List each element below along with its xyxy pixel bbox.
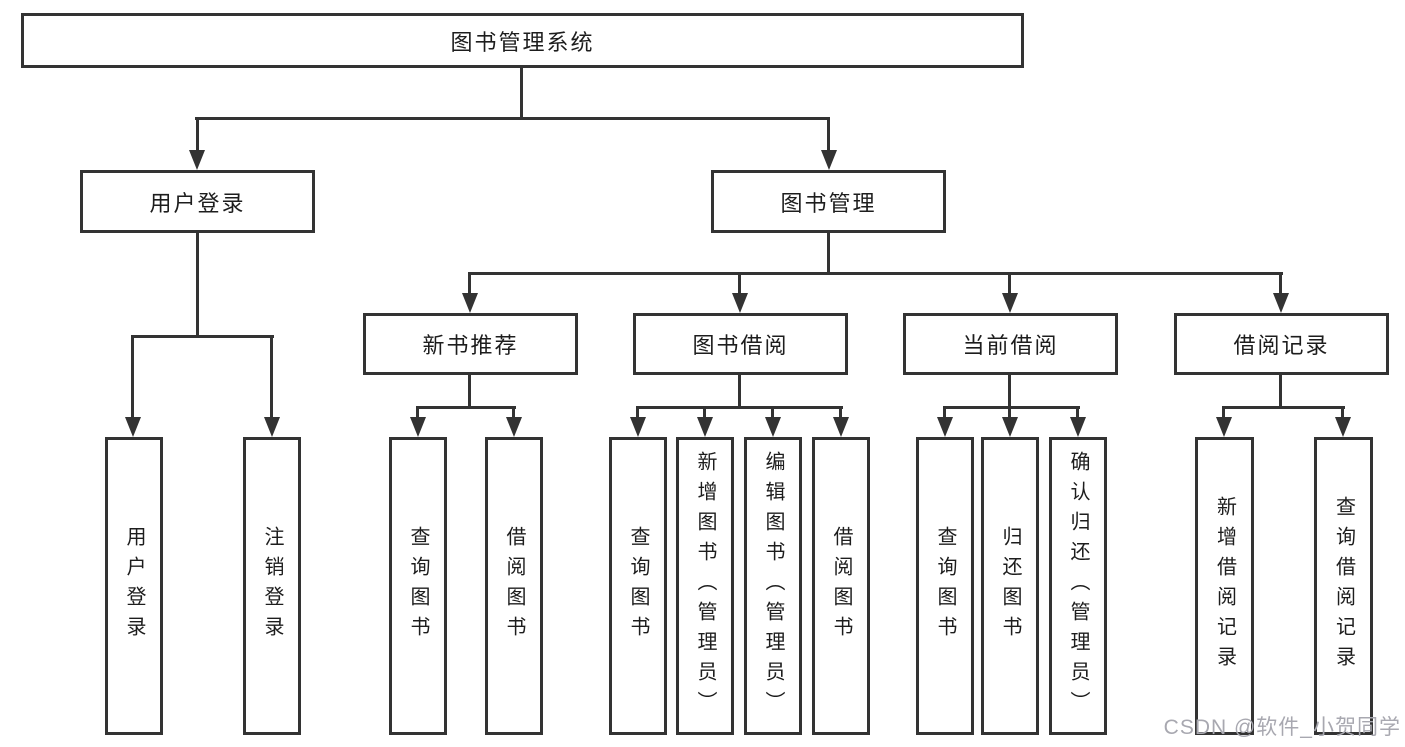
- connector-line: [703, 406, 706, 420]
- node-book-borrowing: 图书借阅: [633, 313, 848, 375]
- node-label: 图书管理系统: [450, 29, 595, 55]
- connector-line: [636, 406, 843, 409]
- node-label: 新书推荐: [422, 333, 519, 358]
- leaf-label: 新增图书（管理员）: [694, 451, 716, 721]
- connector-line: [1008, 375, 1011, 408]
- arrowhead-down-icon: [1070, 417, 1086, 437]
- arrowhead-down-icon: [1002, 417, 1018, 437]
- arrowhead-down-icon: [697, 417, 713, 437]
- connector-line: [195, 117, 830, 120]
- connector-line: [943, 406, 946, 420]
- leaf-user-login: 用户登录: [105, 437, 163, 735]
- connector-line: [1008, 272, 1011, 296]
- leaf-query-books-borrowing: 查询图书: [609, 437, 667, 735]
- arrowhead-down-icon: [1335, 417, 1351, 437]
- connector-line: [196, 117, 199, 153]
- connector-line: [943, 406, 1080, 409]
- arrowhead-down-icon: [410, 417, 426, 437]
- connector-line: [416, 406, 516, 409]
- node-current-borrowing: 当前借阅: [903, 313, 1118, 375]
- arrowhead-down-icon: [506, 417, 522, 437]
- arrowhead-down-icon: [821, 150, 837, 170]
- csdn-watermark: CSDN @软件_小贺同学: [1163, 716, 1401, 739]
- leaf-label: 注销登录: [261, 526, 283, 646]
- leaf-label: 确认归还（管理员）: [1067, 451, 1089, 721]
- leaf-label: 新增借阅记录: [1213, 496, 1236, 676]
- connector-line: [1341, 406, 1344, 420]
- leaf-label: 用户登录: [123, 526, 145, 646]
- node-label: 借阅记录: [1233, 333, 1330, 358]
- connector-line: [512, 406, 515, 420]
- connector-line: [520, 68, 523, 118]
- node-borrowing-records: 借阅记录: [1174, 313, 1389, 375]
- node-label: 图书管理: [780, 190, 877, 216]
- connector-line: [1222, 406, 1345, 409]
- leaf-confirm-return-admin: 确认归还（管理员）: [1049, 437, 1107, 735]
- arrowhead-down-icon: [462, 293, 478, 313]
- leaf-label: 查询图书: [934, 526, 956, 646]
- node-user-login: 用户登录: [80, 170, 315, 233]
- arrowhead-down-icon: [264, 417, 280, 437]
- leaf-query-books-recommend: 查询图书: [389, 437, 447, 735]
- leaf-return-books: 归还图书: [981, 437, 1039, 735]
- arrowhead-down-icon: [630, 417, 646, 437]
- connector-line: [468, 375, 471, 408]
- arrowhead-down-icon: [937, 417, 953, 437]
- leaf-label: 查询图书: [407, 526, 429, 646]
- arrowhead-down-icon: [833, 417, 849, 437]
- node-label: 用户登录: [149, 190, 246, 216]
- leaf-label: 查询借阅记录: [1332, 496, 1355, 676]
- connector-line: [1222, 406, 1225, 420]
- arrowhead-down-icon: [1002, 293, 1018, 313]
- connector-line: [468, 272, 1283, 275]
- leaf-label: 编辑图书（管理员）: [762, 451, 784, 721]
- connector-line: [1279, 272, 1282, 296]
- leaf-borrow-books: 借阅图书: [812, 437, 870, 735]
- connector-line: [738, 375, 741, 408]
- arrowhead-down-icon: [765, 417, 781, 437]
- connector-line: [827, 233, 830, 274]
- connector-line: [196, 233, 199, 337]
- arrowhead-down-icon: [1273, 293, 1289, 313]
- leaf-label: 借阅图书: [503, 526, 525, 646]
- leaf-query-books-current: 查询图书: [916, 437, 974, 735]
- connector-line: [827, 117, 830, 153]
- connector-line: [416, 406, 419, 420]
- connector-line: [1076, 406, 1079, 420]
- leaf-query-borrow-record: 查询借阅记录: [1314, 437, 1373, 735]
- leaf-edit-books-admin: 编辑图书（管理员）: [744, 437, 802, 735]
- node-book-management: 图书管理: [711, 170, 946, 233]
- leaf-label: 借阅图书: [830, 526, 852, 646]
- connector-line: [839, 406, 842, 420]
- leaf-label: 查询图书: [627, 526, 649, 646]
- arrowhead-down-icon: [732, 293, 748, 313]
- node-label: 当前借阅: [962, 333, 1059, 358]
- arrowhead-down-icon: [189, 150, 205, 170]
- leaf-add-books-admin: 新增图书（管理员）: [676, 437, 734, 735]
- leaf-borrow-books-recommend: 借阅图书: [485, 437, 543, 735]
- leaf-label: 归还图书: [999, 526, 1021, 646]
- connector-line: [1279, 375, 1282, 408]
- connector-line: [131, 335, 134, 419]
- connector-line: [468, 272, 471, 296]
- connector-line: [1008, 406, 1011, 420]
- node-root-system: 图书管理系统: [21, 13, 1024, 68]
- connector-line: [270, 335, 273, 419]
- connector-line: [738, 272, 741, 296]
- arrowhead-down-icon: [125, 417, 141, 437]
- leaf-logout: 注销登录: [243, 437, 301, 735]
- connector-line: [131, 335, 274, 338]
- connector-line: [771, 406, 774, 420]
- leaf-add-borrow-record: 新增借阅记录: [1195, 437, 1254, 735]
- connector-line: [636, 406, 639, 420]
- node-label: 图书借阅: [692, 333, 789, 358]
- node-new-book-recommend: 新书推荐: [363, 313, 578, 375]
- arrowhead-down-icon: [1216, 417, 1232, 437]
